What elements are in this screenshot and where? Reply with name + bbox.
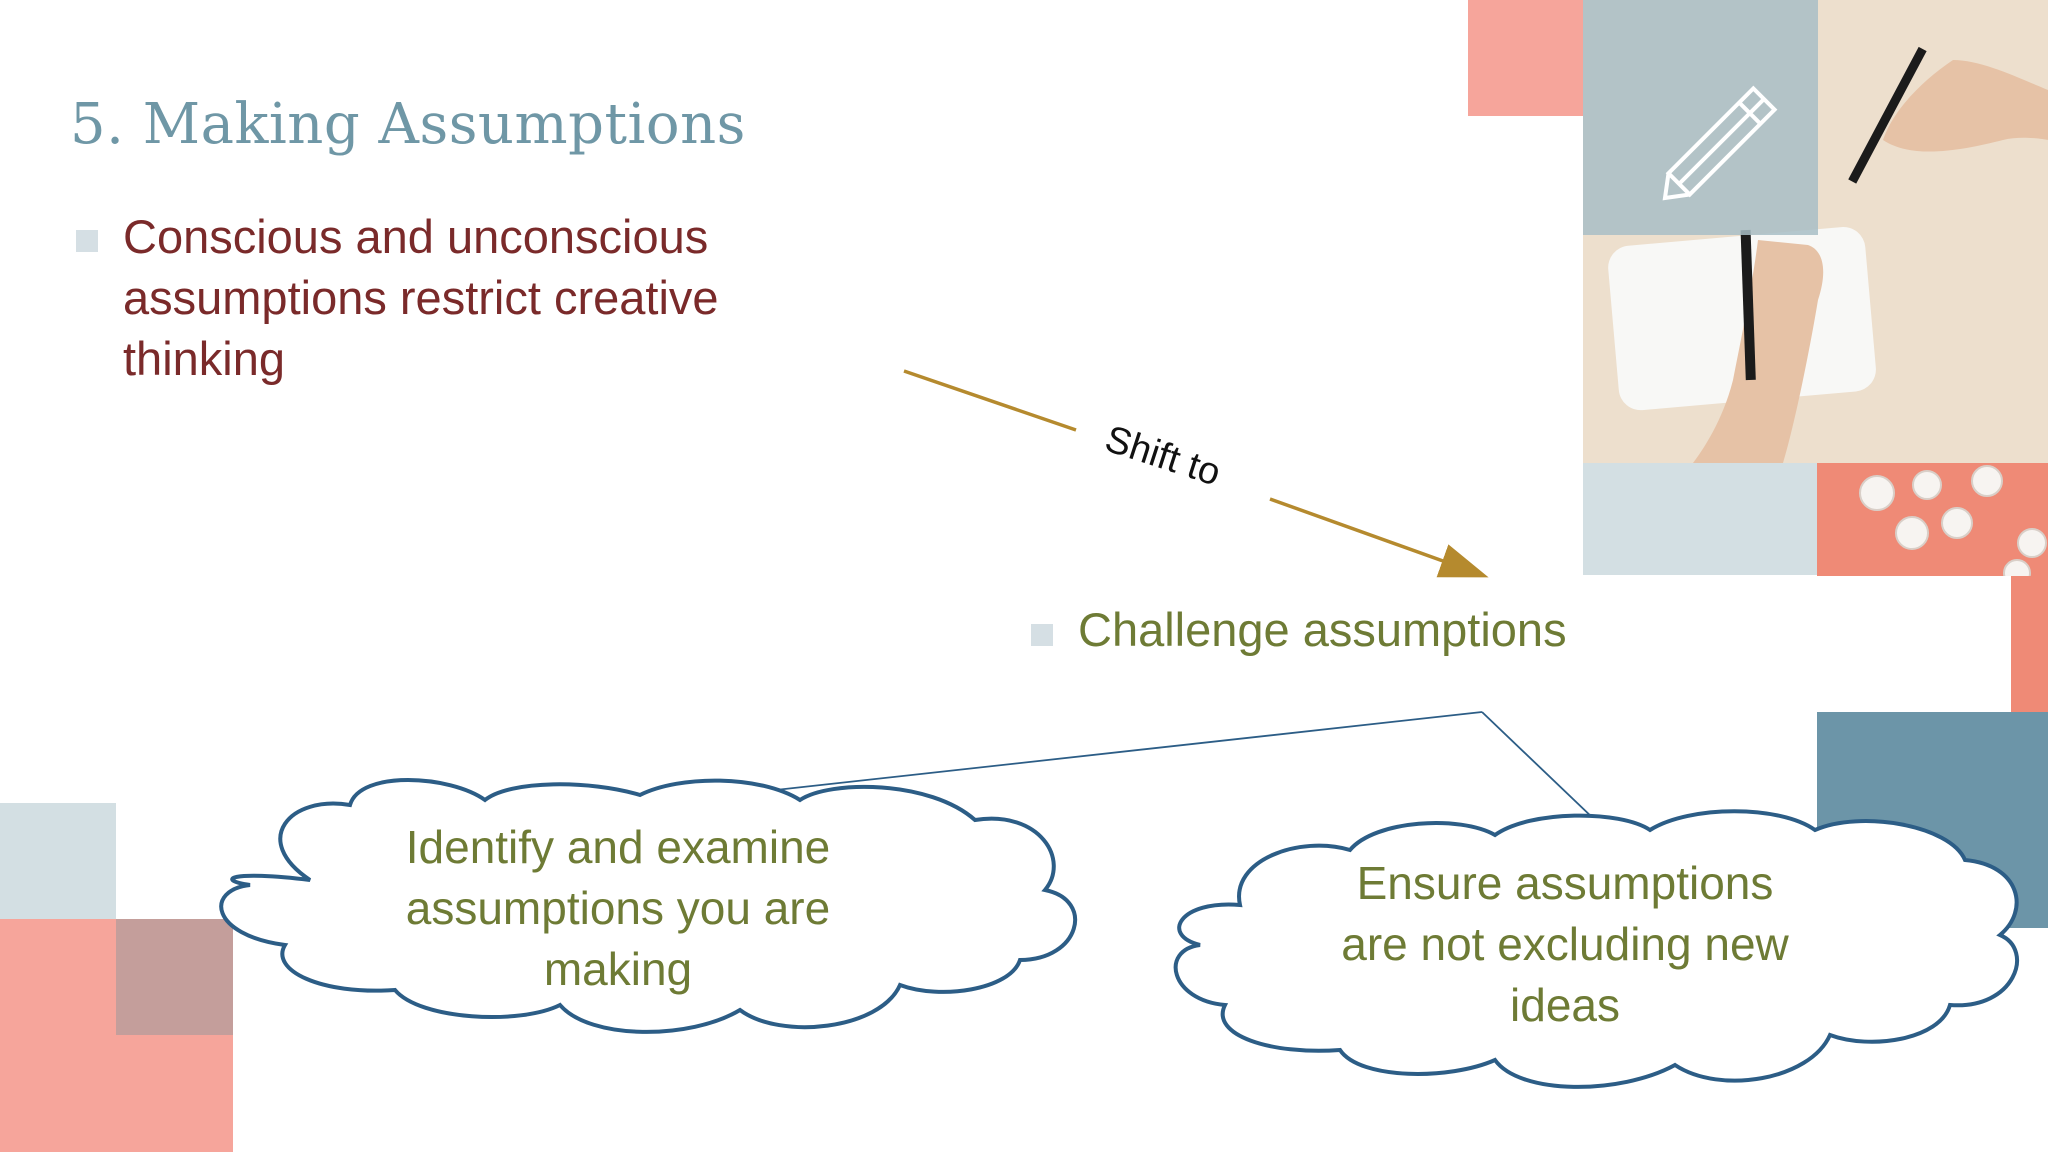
- crumpled-paper-balls-photo: [1817, 463, 2048, 576]
- mauve-block-bottom-left: [116, 919, 233, 1035]
- cloud-right-line-2: are not excluding new: [1341, 918, 1789, 970]
- cloud-left-line-1: Identify and examine: [405, 821, 831, 873]
- hands-writing-on-notepad-photo: [1583, 0, 2048, 463]
- shift-arrow-segment-2: [1269, 497, 1489, 578]
- cloud-left-text: Identify and examine assumptions you are…: [318, 817, 918, 1000]
- pencil-icon: [1662, 85, 1778, 201]
- cloud-right-line-1: Ensure assumptions: [1356, 857, 1774, 909]
- white-strip-right: [1817, 575, 2011, 711]
- bullet-1-line-2: assumptions restrict creative: [123, 271, 719, 324]
- cloud-left: [219, 778, 1078, 1034]
- slide-title: 5. Making Assumptions: [70, 92, 746, 157]
- cloud-right: [1173, 809, 2019, 1089]
- bullet-1-line-1: Conscious and unconscious: [123, 210, 709, 263]
- cloud-left-line-2: assumptions you are: [405, 882, 831, 934]
- shift-arrow-segment-1: [903, 369, 1077, 432]
- connector-line-right: [1481, 711, 1596, 821]
- bullet-2-text: Challenge assumptions: [1078, 603, 1567, 656]
- salmon-block-top: [1468, 0, 1586, 116]
- cloud-left-line-3: making: [543, 943, 693, 995]
- bullet-1-line-3: thinking: [123, 332, 285, 385]
- light-blue-block-bottom-left: [0, 803, 116, 919]
- light-blue-block-right: [1583, 462, 1817, 575]
- cloud-right-line-3: ideas: [1510, 979, 1620, 1031]
- bullet-square-2: [1031, 624, 1053, 646]
- cloud-right-text: Ensure assumptions are not excluding new…: [1265, 853, 1865, 1036]
- bullet-1-text: Conscious and unconscious assumptions re…: [123, 206, 719, 389]
- bullet-square-1: [76, 230, 98, 252]
- coral-edge-block: [2011, 576, 2048, 712]
